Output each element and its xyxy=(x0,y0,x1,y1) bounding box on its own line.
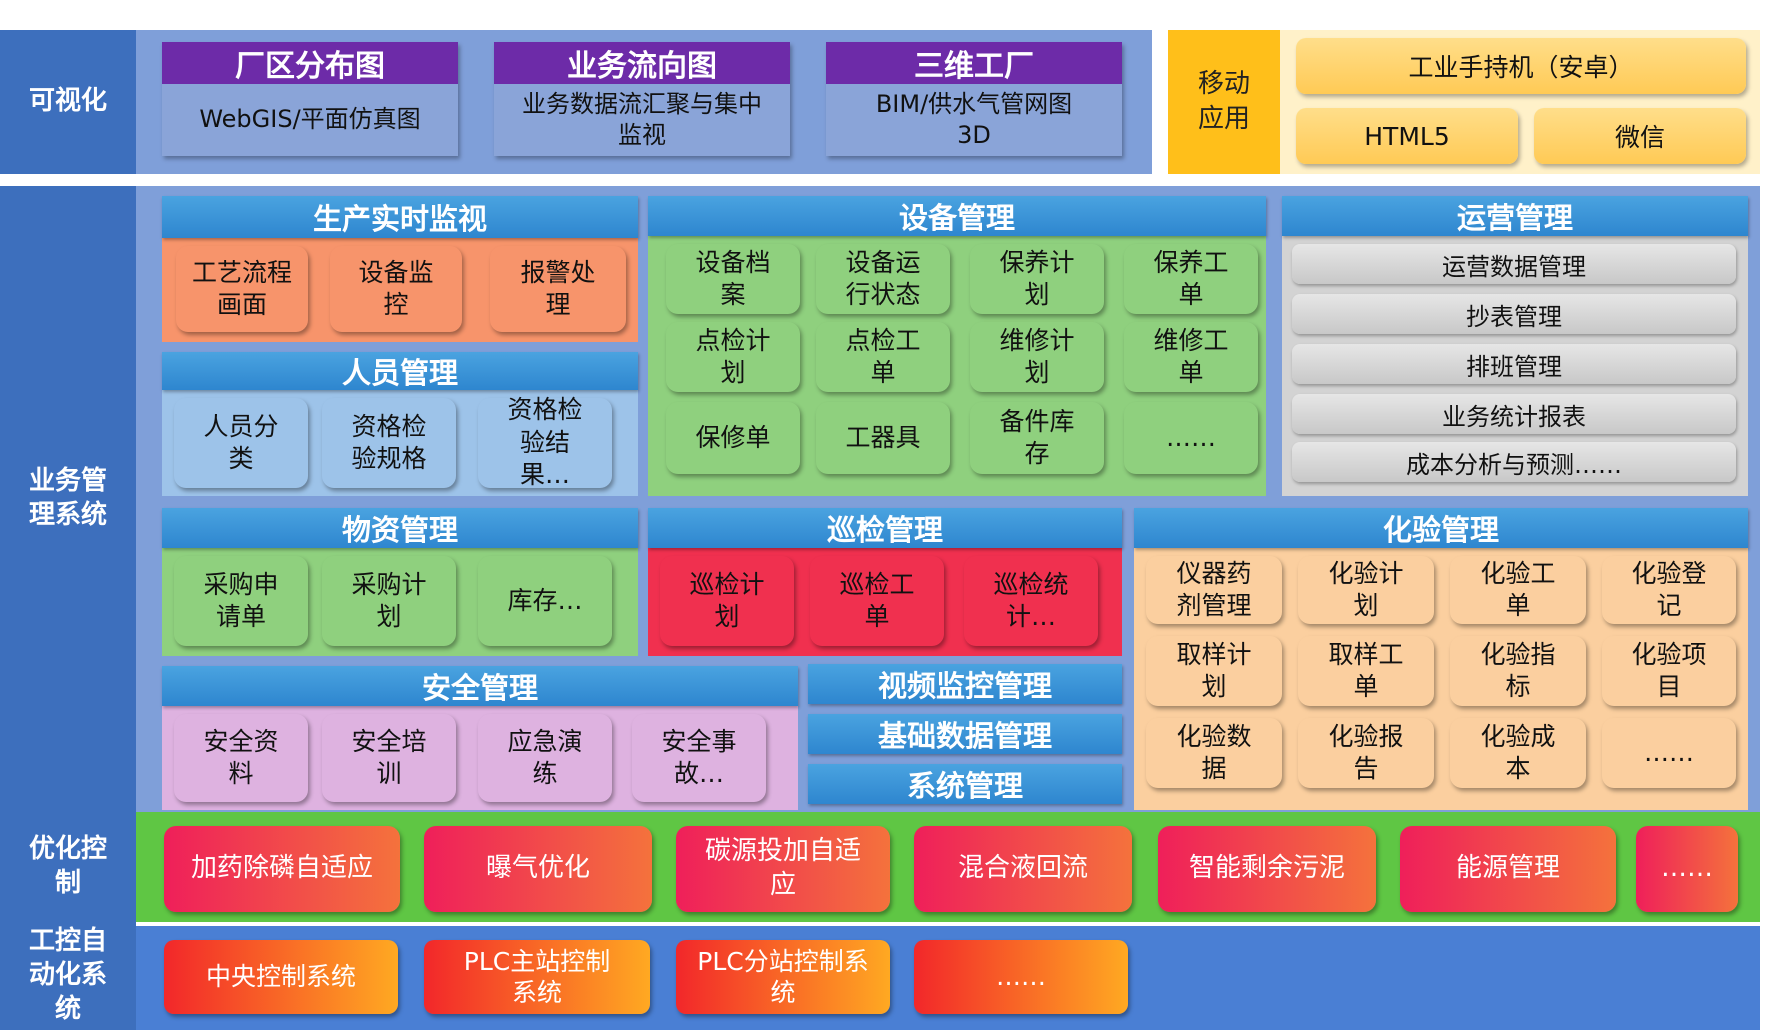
lab-item: 取样工单 xyxy=(1298,636,1434,706)
viz-card-body: BIM/供水气管网图3D xyxy=(826,84,1122,156)
safety-title: 安全管理 xyxy=(162,666,798,706)
inspection-title: 巡检管理 xyxy=(648,508,1122,548)
mobile-label: 移动应用 xyxy=(1168,30,1280,174)
production-item: 工艺流程画面 xyxy=(176,246,308,332)
lab-item: 化验登记 xyxy=(1602,556,1736,624)
materials-title: 物资管理 xyxy=(162,508,638,548)
equipment-item: …… xyxy=(1124,402,1258,474)
mobile-item-wechat: 微信 xyxy=(1534,108,1746,164)
video-monitoring-bar: 视频监控管理 xyxy=(808,664,1122,704)
lab-item: 化验计划 xyxy=(1298,556,1434,624)
operations-item: 成本分析与预测…… xyxy=(1292,442,1736,482)
viz-card-title: 业务流向图 xyxy=(494,42,790,84)
auto-item-central: 中央控制系统 xyxy=(164,940,398,1014)
auto-item-plc-slave: PLC分站控制系统 xyxy=(676,940,890,1014)
row-label-optimization: 优化控制 xyxy=(0,812,136,922)
equipment-item: 维修计划 xyxy=(970,322,1104,392)
auto-item-plc-master: PLC主站控制系统 xyxy=(424,940,650,1014)
viz-card-title: 三维工厂 xyxy=(826,42,1122,84)
opt-item-recirculation: 混合液回流 xyxy=(914,826,1132,912)
viz-card-plant-map: 厂区分布图 WebGIS/平面仿真图 xyxy=(162,42,458,156)
row-label-automation: 工控自动化系统 xyxy=(0,922,136,1030)
lab-title: 化验管理 xyxy=(1134,508,1748,548)
materials-item: 采购计划 xyxy=(322,556,456,646)
equipment-item: 保修单 xyxy=(666,402,800,474)
production-item: 设备监控 xyxy=(330,246,462,332)
viz-card-3d-plant: 三维工厂 BIM/供水气管网图3D xyxy=(826,42,1122,156)
personnel-item: 资格检验结果… xyxy=(478,395,612,489)
materials-item: 库存… xyxy=(478,556,612,646)
lab-item: 仪器药剂管理 xyxy=(1146,556,1282,624)
equipment-item: 点检计划 xyxy=(666,322,800,392)
equipment-item: 备件库存 xyxy=(970,402,1104,474)
lab-item: 化验工单 xyxy=(1450,556,1586,624)
equipment-item: 点检工单 xyxy=(816,322,950,392)
equipment-item: 设备运行状态 xyxy=(816,244,950,314)
lab-item: 化验指标 xyxy=(1450,636,1586,706)
inspection-item: 巡检计划 xyxy=(660,556,794,646)
opt-item-phosphorus: 加药除磷自适应 xyxy=(164,826,400,912)
operations-item: 业务统计报表 xyxy=(1292,394,1736,434)
lab-item: 取样计划 xyxy=(1146,636,1282,706)
base-data-bar: 基础数据管理 xyxy=(808,714,1122,754)
lab-item: 化验成本 xyxy=(1450,718,1586,788)
system-management-bar: 系统管理 xyxy=(808,764,1122,804)
equipment-title: 设备管理 xyxy=(648,196,1266,236)
inspection-item: 巡检统计… xyxy=(964,556,1098,646)
mobile-item-handheld: 工业手持机（安卓） xyxy=(1296,38,1746,94)
equipment-item: 维修工单 xyxy=(1124,322,1258,392)
lab-item: …… xyxy=(1602,718,1736,788)
operations-item: 抄表管理 xyxy=(1292,294,1736,334)
production-item: 报警处理 xyxy=(490,246,626,332)
operations-item: 运营数据管理 xyxy=(1292,244,1736,284)
opt-item-sludge: 智能剩余污泥 xyxy=(1158,826,1376,912)
opt-item-aeration: 曝气优化 xyxy=(424,826,652,912)
safety-item: 安全事故… xyxy=(632,714,766,802)
row-label-visualization: 可视化 xyxy=(0,30,136,174)
operations-item: 排班管理 xyxy=(1292,344,1736,384)
opt-item-carbon: 碳源投加自适应 xyxy=(676,826,890,912)
personnel-title: 人员管理 xyxy=(162,352,638,390)
equipment-item: 保养计划 xyxy=(970,244,1104,314)
mobile-item-html5: HTML5 xyxy=(1296,108,1518,164)
opt-item-more: …… xyxy=(1636,826,1738,912)
auto-item-more: …… xyxy=(914,940,1128,1014)
safety-item: 安全培训 xyxy=(322,714,456,802)
equipment-item: 保养工单 xyxy=(1124,244,1258,314)
operations-title: 运营管理 xyxy=(1282,196,1748,236)
viz-card-body: WebGIS/平面仿真图 xyxy=(162,84,458,156)
viz-card-business-flow: 业务流向图 业务数据流汇聚与集中监视 xyxy=(494,42,790,156)
inspection-item: 巡检工单 xyxy=(810,556,944,646)
lab-item: 化验项目 xyxy=(1602,636,1736,706)
opt-item-energy: 能源管理 xyxy=(1400,826,1616,912)
lab-item: 化验数据 xyxy=(1146,718,1282,788)
viz-card-title: 厂区分布图 xyxy=(162,42,458,84)
row-label-business: 业务管理系统 xyxy=(0,186,136,812)
viz-card-body: 业务数据流汇聚与集中监视 xyxy=(494,84,790,156)
materials-item: 采购申请单 xyxy=(174,556,308,646)
safety-item: 应急演练 xyxy=(478,714,612,802)
production-title: 生产实时监视 xyxy=(162,196,638,238)
equipment-item: 工器具 xyxy=(816,402,950,474)
personnel-item: 资格检验规格 xyxy=(322,398,456,488)
lab-item: 化验报告 xyxy=(1298,718,1434,788)
personnel-item: 人员分类 xyxy=(174,398,308,488)
safety-item: 安全资料 xyxy=(174,714,308,802)
equipment-item: 设备档案 xyxy=(666,244,800,314)
